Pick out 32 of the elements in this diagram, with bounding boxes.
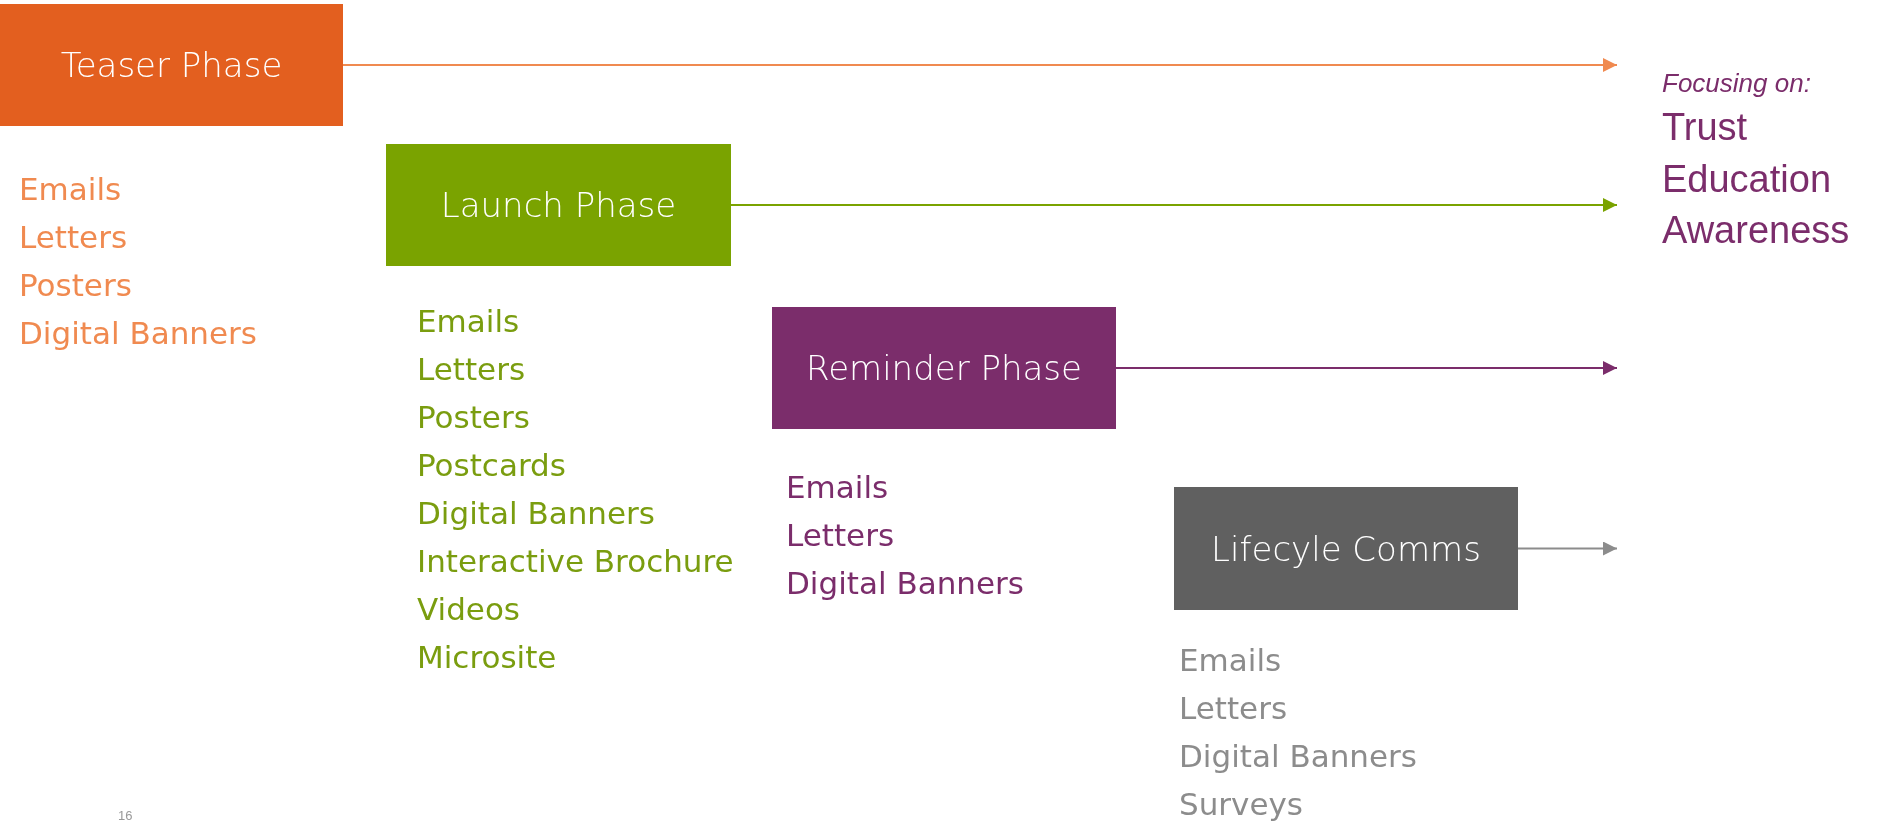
channel-label: Letters — [417, 350, 526, 388]
arrow — [342, 58, 1618, 72]
channel-label: Surveys — [1179, 785, 1303, 823]
focus-heading: Focusing on: — [1662, 68, 1811, 99]
arrow — [1517, 541, 1618, 556]
focus-item: Awareness — [1662, 209, 1850, 252]
phase-box: Lifecyle Comms — [1174, 487, 1518, 610]
focus-item: Trust — [1662, 106, 1748, 149]
channel-label: Emails — [417, 302, 520, 340]
channel-label: Letters — [786, 516, 895, 554]
channel-label: Letters — [1179, 689, 1288, 727]
channel-label: Emails — [1179, 641, 1282, 679]
channel-label: Posters — [19, 266, 132, 304]
channel-label: Videos — [417, 590, 520, 628]
channel-label: Emails — [786, 468, 889, 506]
channel-label: Postcards — [417, 446, 566, 484]
channel-label: Letters — [19, 218, 128, 256]
arrow — [730, 198, 1618, 212]
phase-box: Launch Phase — [386, 144, 731, 266]
channel-label: Emails — [19, 170, 122, 208]
focus-item: Education — [1662, 158, 1831, 201]
phase-box: Teaser Phase — [0, 4, 343, 126]
channel-label: Interactive Brochure — [417, 542, 734, 580]
channel-label: Digital Banners — [417, 494, 655, 532]
channel-label: Posters — [417, 398, 530, 436]
channel-label: Digital Banners — [19, 314, 257, 352]
arrow — [1115, 361, 1618, 375]
channel-label: Microsite — [417, 638, 557, 676]
channel-label: Digital Banners — [1179, 737, 1417, 775]
channel-label: Digital Banners — [786, 564, 1024, 602]
page-number: 16 — [118, 808, 133, 823]
phase-box: Reminder Phase — [772, 307, 1116, 429]
